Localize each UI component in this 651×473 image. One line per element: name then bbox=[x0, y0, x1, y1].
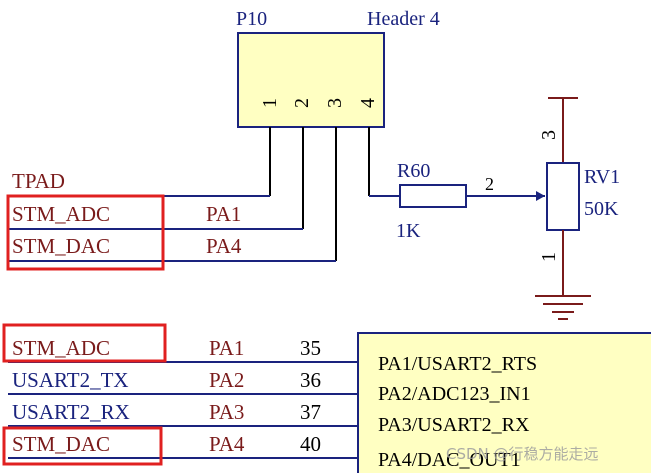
pot-body bbox=[546, 162, 580, 231]
mcu-pin-37: 37 bbox=[300, 400, 321, 424]
mcu-net-stm-dac: STM_DAC bbox=[12, 432, 110, 456]
top-net-stm-dac: STM_DAC bbox=[12, 234, 110, 258]
pot-pin-3: 3 bbox=[538, 130, 560, 140]
top-net-stm-adc: STM_ADC bbox=[12, 202, 110, 226]
mcu-port-pa2: PA2 bbox=[209, 368, 244, 392]
mcu-port-pa3: PA3 bbox=[209, 400, 244, 424]
mcu-pin-36: 36 bbox=[300, 368, 321, 392]
connector-pin-2: 2 bbox=[291, 98, 313, 108]
top-port-pa4: PA4 bbox=[206, 234, 242, 258]
mcu-pin-35: 35 bbox=[300, 336, 321, 360]
pot-value: 50K bbox=[584, 198, 619, 220]
resistor-value: 1K bbox=[396, 220, 421, 242]
watermark-text: CSDN @行稳方能走远 bbox=[446, 445, 599, 463]
connector-body bbox=[237, 32, 385, 128]
mcu-port-pa1: PA1 bbox=[209, 336, 244, 360]
mcu-func-pa2: PA2/ADC123_IN1 bbox=[378, 383, 531, 405]
connector-value: Header 4 bbox=[367, 8, 440, 30]
connector-pin-1: 1 bbox=[259, 98, 281, 108]
mcu-func-pa1: PA1/USART2_RTS bbox=[378, 353, 537, 375]
mcu-func-pa4: PA4/DAC_OUT1 bbox=[378, 449, 521, 471]
pot-wiper-pin: 2 bbox=[485, 174, 494, 194]
tpad-label: TPAD bbox=[12, 169, 65, 193]
pot-wiper-arrow bbox=[536, 191, 545, 201]
mcu-pin-wires bbox=[8, 361, 358, 459]
connector-designator: P10 bbox=[236, 8, 267, 30]
mcu-pin-40: 40 bbox=[300, 432, 321, 456]
pot-pin-1: 1 bbox=[538, 252, 560, 262]
connector-pin-3: 3 bbox=[324, 98, 346, 108]
mcu-port-pa4: PA4 bbox=[209, 432, 245, 456]
mcu-net-usart2-tx: USART2_TX bbox=[12, 368, 129, 392]
highlight-box-stm-adc bbox=[2, 323, 167, 363]
mcu-body bbox=[357, 332, 651, 473]
connector-pin-4: 4 bbox=[357, 98, 379, 108]
ground-icon bbox=[535, 295, 591, 320]
mcu-net-stm-adc: STM_ADC bbox=[12, 336, 110, 360]
pot-designator: RV1 bbox=[584, 166, 620, 188]
connector-pin-wires bbox=[269, 127, 370, 261]
highlight-box-top bbox=[6, 194, 165, 271]
mcu-func-pa3: PA3/USART2_RX bbox=[378, 414, 530, 436]
resistor-body bbox=[399, 184, 467, 208]
resistor-designator: R60 bbox=[397, 160, 430, 182]
mcu-net-usart2-rx: USART2_RX bbox=[12, 400, 130, 424]
top-port-pa1: PA1 bbox=[206, 202, 241, 226]
highlight-box-stm-dac bbox=[2, 426, 163, 466]
